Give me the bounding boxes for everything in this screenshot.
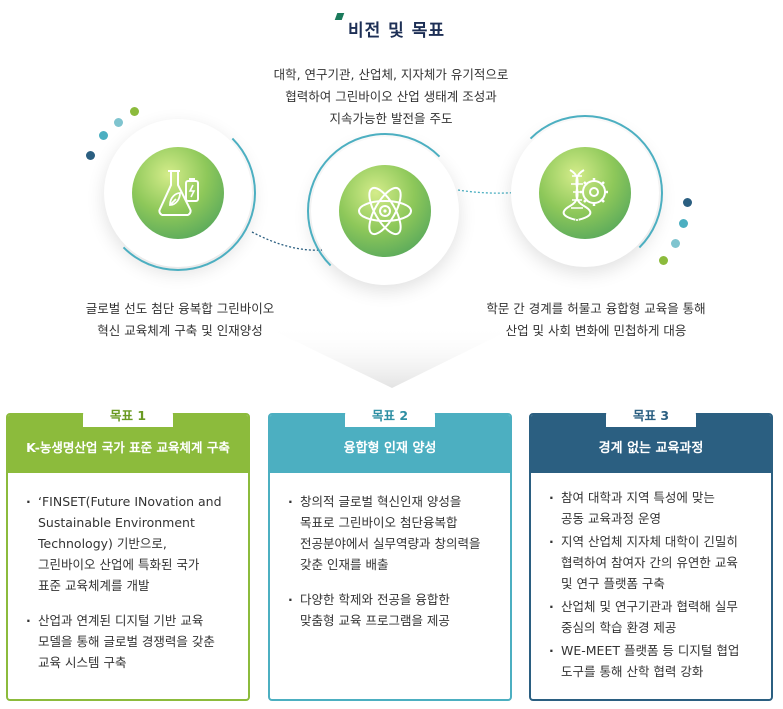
decor-dot xyxy=(679,219,688,228)
card-body: ‘FINSET(Future INovation and Sustainable… xyxy=(8,473,248,673)
atom-icon xyxy=(358,186,412,236)
card-header: 목표 1 K-농생명산업 국가 표준 교육체계 구축 xyxy=(8,403,248,473)
circle-left xyxy=(100,115,256,271)
list-item: 다양한 학제와 전공을 융합한 맞춤형 교육 프로그램을 제공 xyxy=(288,589,496,631)
circle-center xyxy=(307,133,463,289)
card-body: 창의적 글로벌 혁신인재 양성을 목표로 그린바이오 첨단융복합 전공분야에서 … xyxy=(270,473,510,631)
decor-dot xyxy=(130,107,139,116)
card-header: 목표 2 융합형 인재 양성 xyxy=(270,403,510,473)
dna-gear-icon xyxy=(562,169,608,221)
right-goal-text: 학문 간 경계를 허물고 융합형 교육을 통해 산업 및 사회 변화에 민첩하게… xyxy=(446,298,746,342)
decor-dot xyxy=(99,131,108,140)
decor-dot xyxy=(86,151,95,160)
vision-line: 지속가능한 발전을 주도 xyxy=(329,111,453,126)
goal-card-1: 목표 1 K-농생명산업 국가 표준 교육체계 구축 ‘FINSET(Futur… xyxy=(6,403,250,701)
flask-leaf-battery-icon xyxy=(158,170,199,217)
goal-badge: 목표 1 xyxy=(83,403,173,427)
goal-card-3: 목표 3 경계 없는 교육과정 참여 대학과 지역 특성에 맞는 공동 교육과정… xyxy=(529,403,773,701)
decor-dot xyxy=(114,118,123,127)
title-area: 비전 및 목표 xyxy=(0,13,783,41)
vision-line: 협력하여 그린바이오 산업 생태계 조성과 xyxy=(285,89,497,104)
funnel-shape xyxy=(262,325,520,388)
list-item: 지역 산업체 지자체 대학이 긴밀히 협력하여 참여자 간의 유연한 교육 및 … xyxy=(549,531,757,594)
list-item: ‘FINSET(Future INovation and Sustainable… xyxy=(26,491,234,596)
list-item: 산업체 및 연구기관과 협력해 실무 중심의 학습 환경 제공 xyxy=(549,596,757,638)
circle-right xyxy=(507,115,663,271)
connector-right xyxy=(457,189,523,194)
decor-dot xyxy=(659,256,668,265)
card-body: 참여 대학과 지역 특성에 맞는 공동 교육과정 운영 지역 산업체 지자체 대… xyxy=(531,473,771,682)
card-title: 경계 없는 교육과정 xyxy=(598,441,704,456)
page-title: 비전 및 목표 xyxy=(334,13,446,41)
vision-line: 대학, 연구기관, 산업체, 지자체가 유기적으로 xyxy=(273,67,509,82)
decor-dot xyxy=(683,198,692,207)
card-title: K-농생명산업 국가 표준 교육체계 구축 xyxy=(26,440,230,455)
goal-badge: 목표 2 xyxy=(345,403,435,427)
decor-dot xyxy=(671,239,680,248)
list-item: 산업과 연계된 디지털 기반 교육 모델을 통해 글로벌 경쟁력을 갖춘 교육 … xyxy=(26,610,234,673)
goal-badge: 목표 3 xyxy=(606,403,696,427)
left-goal-line: 글로벌 선도 첨단 융복합 그린바이오 xyxy=(85,301,275,316)
list-item: 창의적 글로벌 혁신인재 양성을 목표로 그린바이오 첨단융복합 전공분야에서 … xyxy=(288,491,496,575)
left-goal-line: 혁신 교육체계 구축 및 인재양성 xyxy=(97,323,263,338)
goal-card-2: 목표 2 융합형 인재 양성 창의적 글로벌 혁신인재 양성을 목표로 그린바이… xyxy=(268,403,512,701)
right-goal-line: 산업 및 사회 변화에 민첩하게 대응 xyxy=(505,323,687,338)
list-item: WE-MEET 플랫폼 등 디지털 협업 도구를 통해 산학 협력 강화 xyxy=(549,640,757,682)
list-item: 참여 대학과 지역 특성에 맞는 공동 교육과정 운영 xyxy=(549,487,757,529)
card-title: 융합형 인재 양성 xyxy=(343,441,437,456)
card-header: 목표 3 경계 없는 교육과정 xyxy=(531,403,771,473)
page-title-text: 비전 및 목표 xyxy=(347,21,446,41)
vision-statement: 대학, 연구기관, 산업체, 지자체가 유기적으로 협력하여 그린바이오 산업 … xyxy=(191,64,591,130)
right-goal-line: 학문 간 경계를 허물고 융합형 교육을 통해 xyxy=(486,301,706,316)
left-goal-text: 글로벌 선도 첨단 융복합 그린바이오 혁신 교육체계 구축 및 인재양성 xyxy=(40,298,320,342)
